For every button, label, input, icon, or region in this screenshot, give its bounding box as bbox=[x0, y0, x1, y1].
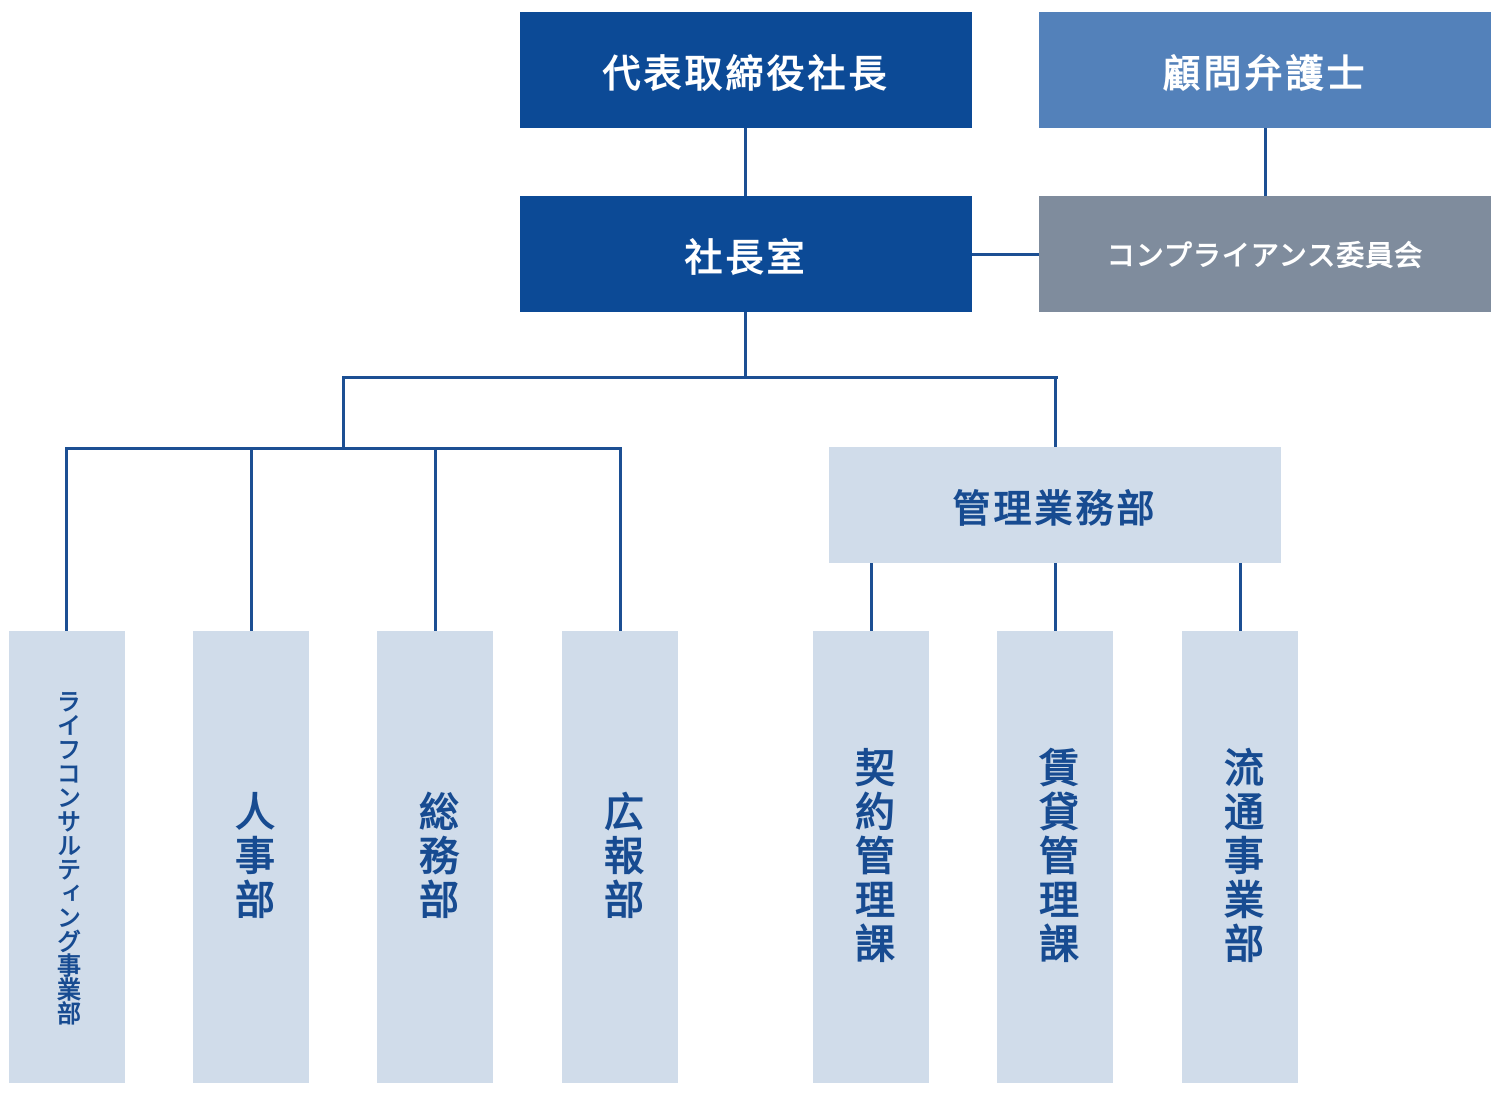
section-rental-management: 賃貸管理課 bbox=[997, 631, 1113, 1083]
connector-office-compliance bbox=[971, 253, 1039, 256]
department-hr-label: 人事部 bbox=[228, 791, 274, 923]
connector-departments-horizontal bbox=[65, 447, 622, 450]
connector-advisor-compliance bbox=[1264, 128, 1267, 196]
section-contract-management-label: 契約管理課 bbox=[848, 747, 894, 967]
connector-dept-3 bbox=[434, 447, 437, 631]
connector-section-1 bbox=[870, 563, 873, 631]
compliance-label: コンプライアンス委員会 bbox=[1106, 239, 1424, 272]
connector-section-2 bbox=[1054, 563, 1057, 631]
department-life-consulting-label: ライフコンサルティング事業部 bbox=[52, 689, 81, 1025]
section-distribution-business: 流通事業部 bbox=[1182, 631, 1298, 1083]
department-life-consulting: ライフコンサルティング事業部 bbox=[9, 631, 125, 1083]
department-pr-label: 広報部 bbox=[597, 791, 643, 923]
connector-dept-1 bbox=[65, 447, 68, 631]
connector-dept-4 bbox=[619, 447, 622, 631]
department-hr: 人事部 bbox=[193, 631, 309, 1083]
connector-dept-2 bbox=[250, 447, 253, 631]
section-contract-management: 契約管理課 bbox=[813, 631, 929, 1083]
connector-management-branch bbox=[1054, 376, 1057, 448]
advisor-box: 顧問弁護士 bbox=[1039, 12, 1491, 128]
president-label: 代表取締役社長 bbox=[602, 51, 890, 96]
department-pr: 広報部 bbox=[562, 631, 678, 1083]
department-general-affairs: 総務部 bbox=[377, 631, 493, 1083]
office-label: 社長室 bbox=[684, 235, 808, 280]
section-distribution-business-label: 流通事業部 bbox=[1217, 747, 1263, 967]
connector-president-office bbox=[744, 128, 747, 196]
department-general-affairs-label: 総務部 bbox=[412, 791, 458, 923]
section-rental-management-label: 賃貸管理課 bbox=[1032, 747, 1078, 967]
compliance-box: コンプライアンス委員会 bbox=[1039, 196, 1491, 312]
connector-left-branch bbox=[342, 376, 345, 449]
office-box: 社長室 bbox=[520, 196, 972, 312]
connector-section-3 bbox=[1239, 563, 1242, 631]
connector-office-down bbox=[744, 312, 747, 378]
president-box: 代表取締役社長 bbox=[520, 12, 972, 128]
management-label: 管理業務部 bbox=[952, 486, 1158, 531]
connector-main-horizontal bbox=[342, 376, 1058, 379]
management-box: 管理業務部 bbox=[829, 447, 1281, 563]
advisor-label: 顧問弁護士 bbox=[1162, 51, 1368, 96]
